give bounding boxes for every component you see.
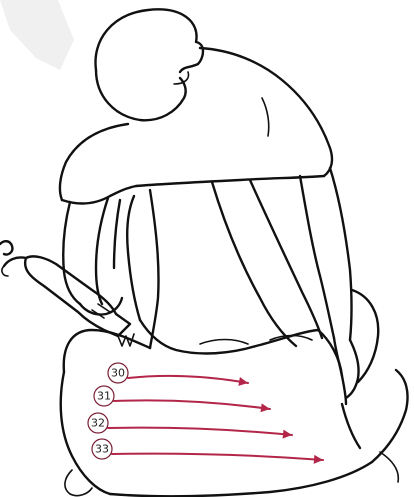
- blow-arrows: [108, 376, 323, 464]
- step-label-32: 32: [91, 417, 105, 430]
- blow-arrow-31: [114, 400, 270, 409]
- watermark-mark: [0, 0, 74, 70]
- step-label-33: 33: [95, 443, 109, 456]
- step-badge-30: 30: [108, 363, 128, 383]
- shearer-head: [95, 9, 203, 120]
- blow-arrow-33: [112, 454, 323, 460]
- sheep: [61, 196, 408, 496]
- shearer-right-arm: [300, 168, 359, 404]
- step-label-31: 31: [97, 390, 111, 403]
- shearer-torso: [60, 48, 332, 203]
- blow-arrow-30: [128, 376, 248, 383]
- step-badge-32: 32: [88, 413, 108, 433]
- arrow-head-33: [314, 455, 323, 464]
- step-label-30: 30: [111, 367, 125, 380]
- step-badge-31: 31: [94, 386, 114, 406]
- arrow-head-32: [283, 430, 292, 439]
- arrow-head-31: [260, 403, 270, 412]
- blow-arrow-32: [108, 428, 292, 435]
- step-badges: 30 31 32 33: [88, 363, 128, 459]
- step-badge-33: 33: [92, 439, 112, 459]
- shearer-legs: [150, 180, 322, 348]
- arrow-head-30: [238, 377, 248, 386]
